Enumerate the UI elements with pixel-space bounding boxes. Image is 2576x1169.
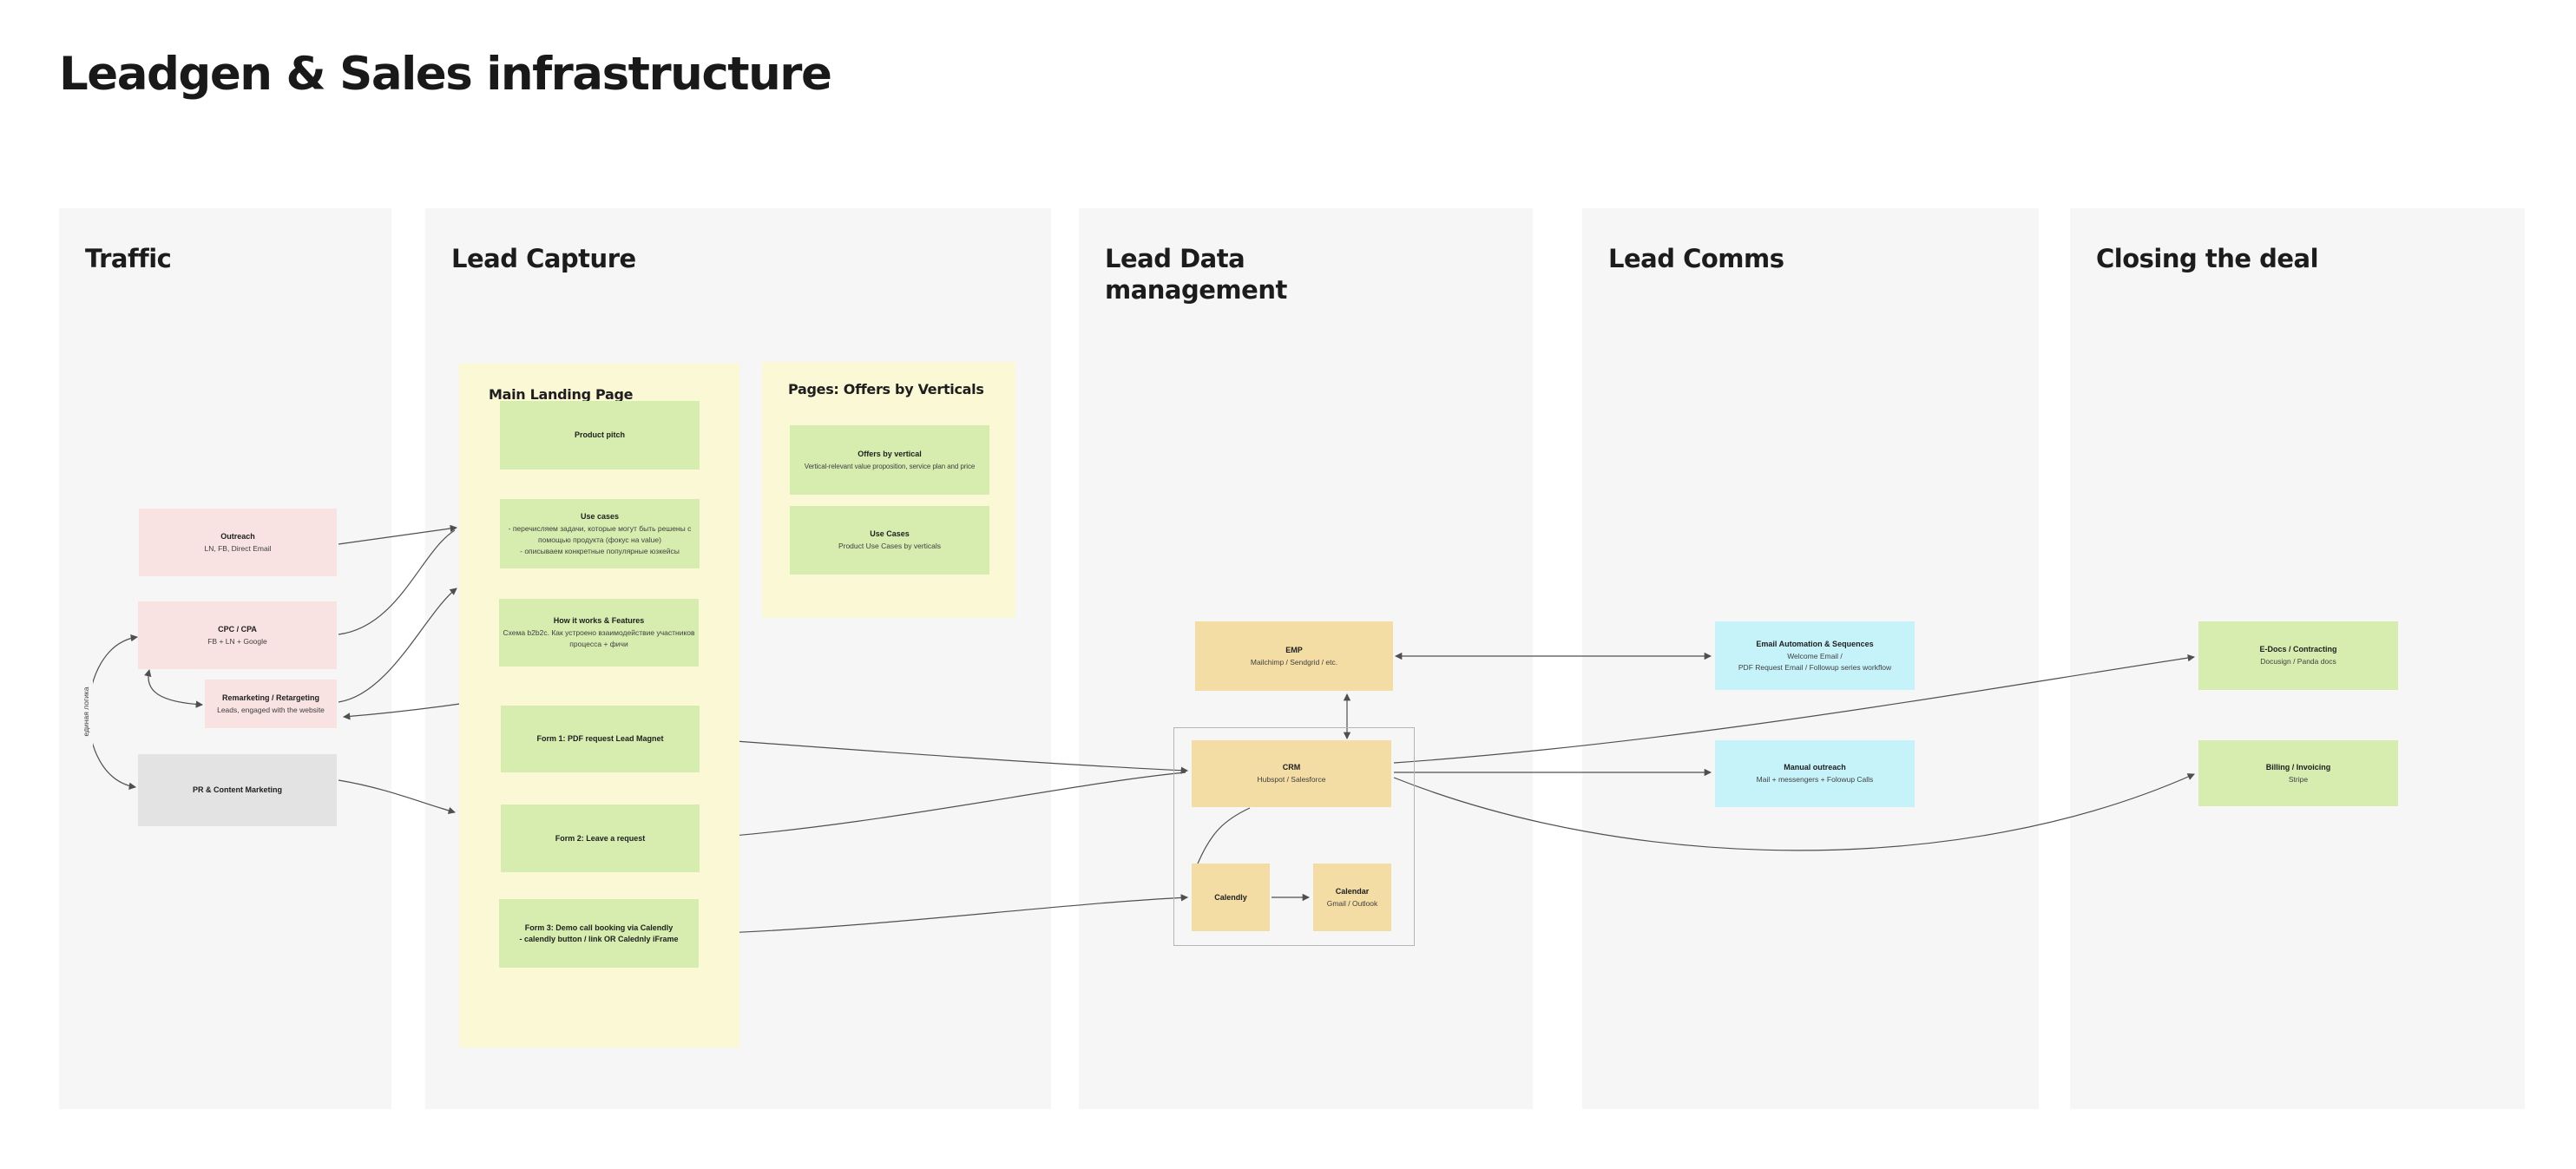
cpc-cpa-title: CPC / CPA xyxy=(218,624,257,634)
remarketing-box[interactable]: Remarketing / Retargeting Leads, engaged… xyxy=(205,680,337,728)
remarketing-subtitle: Leads, engaged with the website xyxy=(217,705,325,714)
calendly-box[interactable]: Calendly xyxy=(1192,864,1270,931)
column-lead-comms-title: Lead Comms xyxy=(1608,244,1784,273)
manual-outreach-subtitle: Mail + messengers + Folowup Calls xyxy=(1756,775,1874,784)
how-it-works-title: How it works & Features xyxy=(553,616,645,625)
crm-title: CRM xyxy=(1282,763,1301,772)
column-traffic-title: Traffic xyxy=(85,244,172,273)
pr-content-title: PR & Content Marketing xyxy=(192,785,282,794)
remarketing-title: Remarketing / Retargeting xyxy=(221,693,320,702)
how-it-works-subtitle: Схема b2b2c. Как устроено взаимодействие… xyxy=(503,628,695,648)
form3-box[interactable]: Form 3: Demo call booking via Calendly -… xyxy=(499,899,699,968)
column-lead-capture-title: Lead Capture xyxy=(451,244,636,273)
manual-outreach-box[interactable]: Manual outreach Mail + messengers + Folo… xyxy=(1715,740,1915,807)
manual-outreach-title: Manual outreach xyxy=(1784,763,1846,772)
emp-box[interactable]: EMP Mailchimp / Sendgrid / etc. xyxy=(1195,621,1393,691)
form1-box[interactable]: Form 1: PDF request Lead Magnet xyxy=(501,706,700,772)
email-automation-title: Email Automation & Sequences xyxy=(1756,639,1874,648)
cpc-cpa-box[interactable]: CPC / CPA FB + LN + Google xyxy=(138,601,337,669)
pr-content-box[interactable]: PR & Content Marketing xyxy=(138,754,337,826)
offers-by-vertical-title: Offers by vertical xyxy=(858,449,922,458)
crm-subtitle: Hubspot / Salesforce xyxy=(1257,775,1326,784)
crm-box[interactable]: CRM Hubspot / Salesforce xyxy=(1192,740,1391,807)
form2-title: Form 2: Leave a request xyxy=(555,833,646,843)
unified-logic-label: единая логика xyxy=(79,662,93,761)
product-pitch-title: Product pitch xyxy=(575,430,625,439)
billing-subtitle: Stripe xyxy=(2288,774,2309,784)
billing-title: Billing / Invoicing xyxy=(2265,762,2331,772)
page-title: Leadgen & Sales infrastructure xyxy=(59,48,832,101)
calendar-title: Calendar xyxy=(1335,886,1370,896)
edocs-subtitle: Docusign / Panda docs xyxy=(2260,657,2336,666)
use-cases-subtitle: - перечисляем задачи, которые могут быть… xyxy=(508,523,692,555)
cpc-cpa-subtitle: FB + LN + Google xyxy=(207,636,267,646)
email-automation-box[interactable]: Email Automation & Sequences Welcome Ema… xyxy=(1715,621,1915,690)
column-lead-data-title: Lead Data management xyxy=(1105,244,1287,305)
use-cases-box[interactable]: Use cases - перечисляем задачи, которые … xyxy=(500,499,700,568)
verticals-use-cases-title: Use Cases xyxy=(870,529,910,538)
verticals-use-cases-subtitle: Product Use Cases by verticals xyxy=(838,542,942,550)
calendly-title: Calendly xyxy=(1214,892,1247,902)
offers-by-vertical-subtitle: Vertical-relevant value proposition, ser… xyxy=(804,462,976,470)
offers-by-vertical-box[interactable]: Offers by vertical Vertical-relevant val… xyxy=(790,425,989,495)
billing-box[interactable]: Billing / Invoicing Stripe xyxy=(2198,740,2398,806)
calendar-box[interactable]: Calendar Gmail / Outlook xyxy=(1313,864,1391,931)
main-landing-title: Main Landing Page xyxy=(489,386,634,403)
calendar-subtitle: Gmail / Outlook xyxy=(1326,898,1378,908)
crm-group-frame[interactable] xyxy=(1173,727,1415,946)
emp-title: EMP xyxy=(1285,645,1303,654)
verticals-title: Pages: Offers by Verticals xyxy=(788,381,984,397)
edocs-title: E-Docs / Contracting xyxy=(2259,645,2337,653)
use-cases-title: Use cases xyxy=(580,511,620,521)
form1-title: Form 1: PDF request Lead Magnet xyxy=(536,734,664,743)
outreach-title: Outreach xyxy=(220,531,255,541)
edocs-box[interactable]: E-Docs / Contracting Docusign / Panda do… xyxy=(2198,621,2398,690)
outreach-subtitle: LN, FB, Direct Email xyxy=(204,543,272,553)
how-it-works-box[interactable]: How it works & Features Схема b2b2c. Как… xyxy=(499,599,699,667)
outreach-box[interactable]: Outreach LN, FB, Direct Email xyxy=(139,509,337,576)
form3-title: Form 3: Demo call booking via Calendly -… xyxy=(519,923,679,943)
form2-box[interactable]: Form 2: Leave a request xyxy=(501,805,700,872)
verticals-use-cases-box[interactable]: Use Cases Product Use Cases by verticals xyxy=(790,506,989,575)
column-closing-title: Closing the deal xyxy=(2096,244,2319,273)
product-pitch-box[interactable]: Product pitch xyxy=(500,401,700,470)
emp-subtitle: Mailchimp / Sendgrid / etc. xyxy=(1250,657,1338,667)
email-automation-subtitle: Welcome Email / PDF Request Email / Foll… xyxy=(1738,651,1892,672)
